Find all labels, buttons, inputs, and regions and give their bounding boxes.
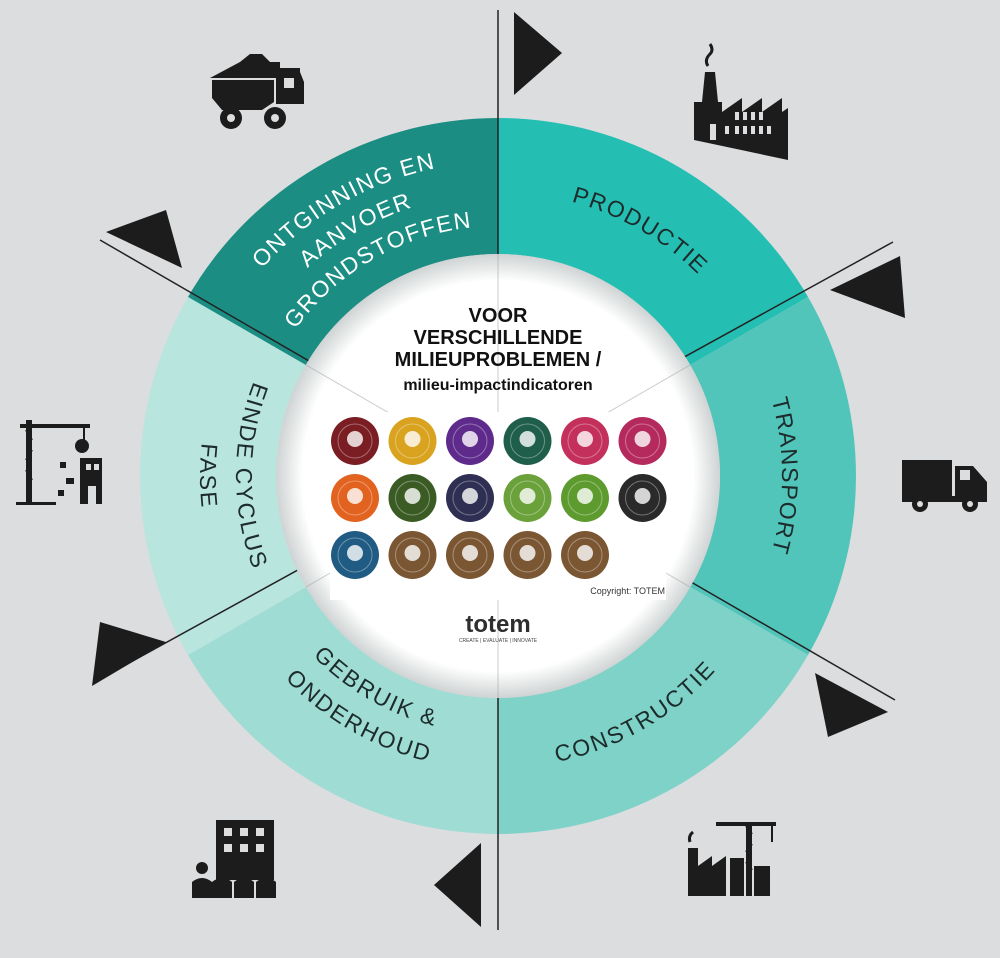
impact-indicator-icon (388, 531, 437, 579)
segment-constructie (498, 587, 809, 834)
impact-indicator-icon (618, 417, 667, 465)
building-people-icon (192, 820, 276, 898)
center-subtitle: milieu-impactindicatoren (403, 377, 592, 394)
impact-indicator-icon (388, 474, 437, 522)
segment-transport (690, 297, 856, 655)
arrow-triangle (830, 256, 905, 318)
center-title-line: MILIEUPROBLEMEN / (395, 349, 602, 371)
impact-indicator-icon (618, 474, 667, 522)
arrow-triangle (92, 622, 166, 686)
impact-indicator-icon (503, 531, 552, 579)
impact-indicator-icon (561, 474, 609, 522)
center-title-line: VOOR (469, 305, 528, 327)
impact-indicator-icon (446, 417, 494, 465)
impact-indicator-icon (331, 417, 379, 465)
copyright-text: Copyright: TOTEM (590, 586, 665, 596)
totem-tagline: CREATE | EVALUATE | INNOVATE (459, 638, 538, 644)
arrow-triangle (815, 673, 888, 737)
totem-logo: totem (465, 611, 530, 638)
impact-indicator-icon (561, 417, 609, 465)
arrow-triangle (514, 12, 562, 95)
segment-ontginning (187, 118, 499, 365)
segment-gebruik (187, 587, 499, 834)
impact-indicator-icon (331, 531, 379, 579)
impact-indicator-icon (331, 474, 379, 522)
indicator-panel (330, 412, 666, 600)
center-title-line: VERSCHILLENDE (414, 327, 583, 349)
impact-indicator-icon (503, 417, 552, 465)
segment-label-einde: FASE (195, 442, 223, 509)
segment-productie (498, 118, 809, 365)
impact-indicator-icon (503, 474, 552, 522)
dump-truck-icon (902, 460, 987, 512)
factory-icon (694, 43, 788, 160)
arrow-triangle (434, 843, 481, 927)
mining-truck-icon (210, 54, 304, 129)
segment-einde (139, 297, 306, 655)
impact-indicator-icon (561, 531, 609, 579)
demolition-crane-icon (16, 420, 102, 505)
arrow-triangle (106, 210, 182, 268)
construction-crane-icon (687, 822, 776, 896)
impact-indicator-icon (446, 474, 494, 522)
impact-indicator-icon (446, 531, 494, 579)
impact-indicator-icon (388, 417, 437, 465)
